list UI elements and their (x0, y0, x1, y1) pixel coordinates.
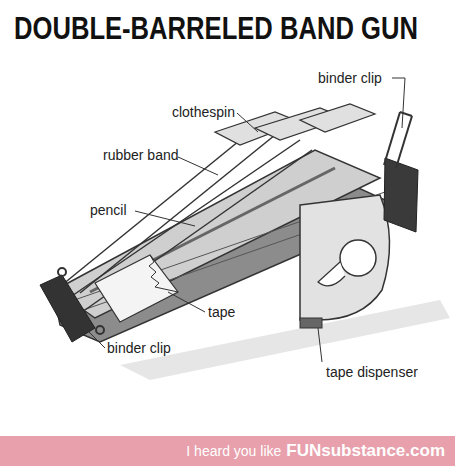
clip-wire (396, 116, 412, 168)
clip-handle (58, 268, 66, 276)
leader-line (178, 157, 218, 175)
dispenser-cutter (300, 318, 322, 328)
rear-binder-clip (384, 158, 418, 232)
dispenser-slot (318, 262, 345, 286)
leader-line (392, 78, 405, 128)
part-label: tape (208, 304, 235, 320)
leader-line (318, 328, 322, 362)
leader-line (168, 292, 205, 312)
leader-line (135, 211, 195, 226)
rubber-band-line (80, 135, 275, 293)
clip-wire (384, 112, 400, 165)
part-label: tape dispenser (326, 364, 418, 380)
tape-dispenser-shape (300, 195, 390, 320)
part-label: pencil (90, 202, 127, 218)
part-label: clothespin (172, 104, 235, 120)
leader-line (237, 113, 258, 132)
tape-edge (149, 255, 178, 292)
part-label: binder clip (107, 340, 171, 356)
diagram-title: DOUBLE-BARRELED BAND GUN (14, 10, 418, 47)
footer-bar: I heard you like FUNsubstance.com (0, 436, 455, 466)
clothespin-shape (300, 104, 375, 132)
part-label: rubber band (103, 147, 179, 163)
leader-line (82, 325, 105, 348)
watermark-text: I heard you like (186, 443, 281, 459)
front-binder-clip (40, 275, 95, 342)
rubber-band-line (62, 128, 255, 285)
watermark-text: FUNsubstance.com (286, 441, 445, 461)
part-label: binder clip (318, 70, 382, 86)
clip-wire (400, 112, 412, 116)
tape-wrap (95, 255, 178, 322)
clip-handle (96, 326, 104, 334)
dispenser-hole (340, 240, 376, 276)
rubber-band-line (66, 140, 300, 300)
